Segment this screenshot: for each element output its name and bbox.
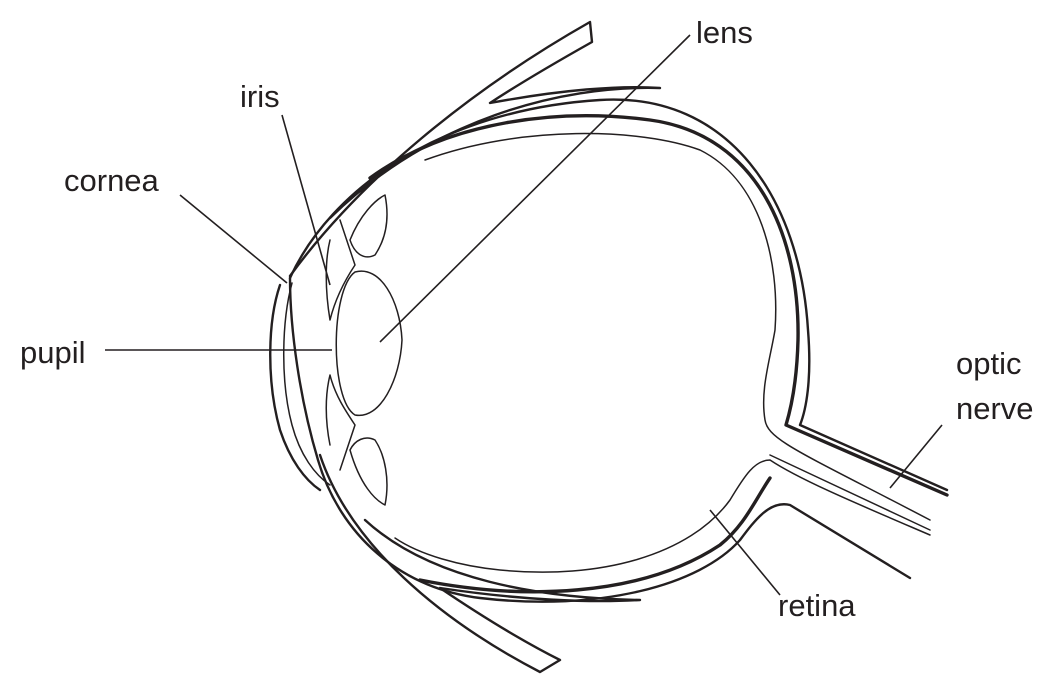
choroid-upper	[368, 114, 949, 497]
leader-cornea	[179, 194, 288, 284]
retina-line-lower	[394, 459, 931, 573]
upper-eyelid	[288, 20, 662, 278]
sclera-outer-lower	[288, 276, 912, 603]
choroid-lower	[418, 476, 772, 594]
lens-shape	[335, 270, 403, 417]
sclera-outer	[288, 98, 949, 492]
optic-nerve-inner	[769, 454, 931, 531]
cornea-inner	[282, 282, 331, 486]
label-cornea: cornea	[64, 163, 159, 198]
ciliary-upper	[349, 194, 388, 258]
iris-upper	[325, 219, 356, 321]
leader-retina	[709, 509, 781, 596]
leader-iris	[281, 114, 331, 286]
label-pupil: pupil	[20, 335, 86, 370]
iris-lower	[325, 374, 356, 471]
label-optic: optic	[956, 346, 1022, 381]
leader-optic	[889, 424, 943, 489]
lower-eyelid	[318, 453, 642, 674]
label-iris: iris	[240, 79, 280, 114]
retina-line	[424, 132, 931, 521]
cornea-shape	[269, 283, 322, 492]
label-retina: retina	[778, 588, 856, 623]
label-lens: lens	[696, 15, 753, 50]
leader-lens	[379, 34, 691, 343]
label-nerve: nerve	[956, 391, 1034, 426]
ciliary-lower	[349, 437, 388, 506]
